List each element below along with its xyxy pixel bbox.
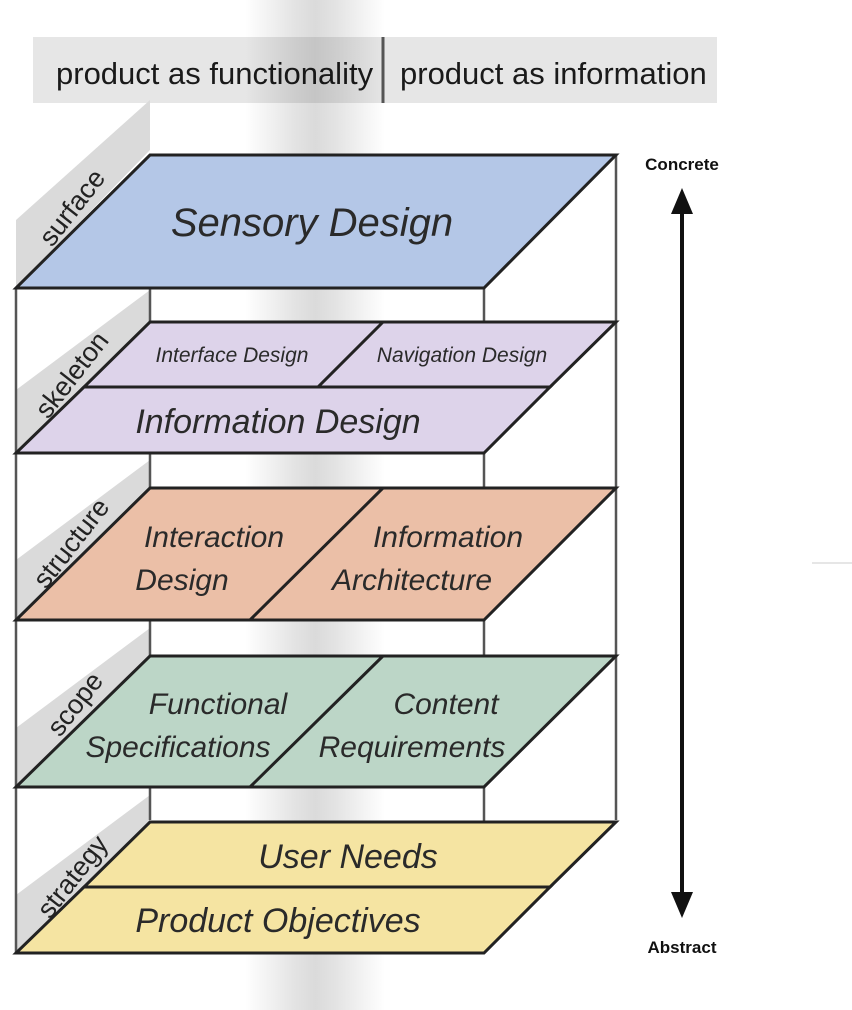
interface-design-label: Interface Design [156, 344, 309, 367]
structure-layer: Interaction Design Information Architect… [12, 486, 620, 622]
sensory-design-plane [12, 153, 620, 290]
information-architecture-line2: Architecture [330, 564, 492, 597]
information-architecture-line1: Information [373, 521, 523, 554]
interaction-design-line1: Interaction [144, 521, 284, 554]
information-design-label: Information Design [135, 403, 420, 441]
sensory-design-label: Sensory Design [171, 201, 453, 245]
structure-tab [16, 460, 150, 620]
strategy-layer: User Needs Product Objectives [12, 820, 620, 955]
concrete-abstract-axis: Concrete Abstract [645, 155, 719, 957]
strategy-tab [16, 795, 150, 953]
axis-arrow-up-icon [671, 188, 693, 214]
navigation-design-label: Navigation Design [377, 344, 547, 367]
information-design-plane [12, 385, 554, 455]
product-objectives-plane [12, 885, 554, 955]
content-requirements-line2: Requirements [319, 731, 506, 764]
functional-specifications-line1: Functional [149, 688, 289, 721]
user-needs-label: User Needs [258, 838, 438, 876]
structure-divider [248, 486, 385, 622]
abstract-label: Abstract [648, 938, 717, 957]
content-requirements-line1: Content [393, 688, 500, 721]
surface-layer: Sensory Design [12, 153, 620, 290]
skeleton-tab [16, 290, 150, 453]
layer-label-tabs [16, 100, 150, 953]
scope-tab [16, 628, 150, 787]
scope-divider [248, 654, 385, 789]
product-objectives-label: Product Objectives [135, 902, 420, 940]
skeleton-upper-divider [316, 320, 385, 389]
axis-arrow-down-icon [671, 892, 693, 918]
header-right-label: product as information [400, 56, 707, 91]
skeleton-layer: Interface Design Navigation Design Infor… [12, 320, 620, 455]
concrete-label: Concrete [645, 155, 719, 174]
functional-specifications-line2: Specifications [85, 731, 270, 764]
surface-tab [16, 100, 150, 288]
interaction-design-line2: Design [135, 564, 228, 597]
scope-layer: Functional Specifications Content Requir… [12, 654, 620, 789]
